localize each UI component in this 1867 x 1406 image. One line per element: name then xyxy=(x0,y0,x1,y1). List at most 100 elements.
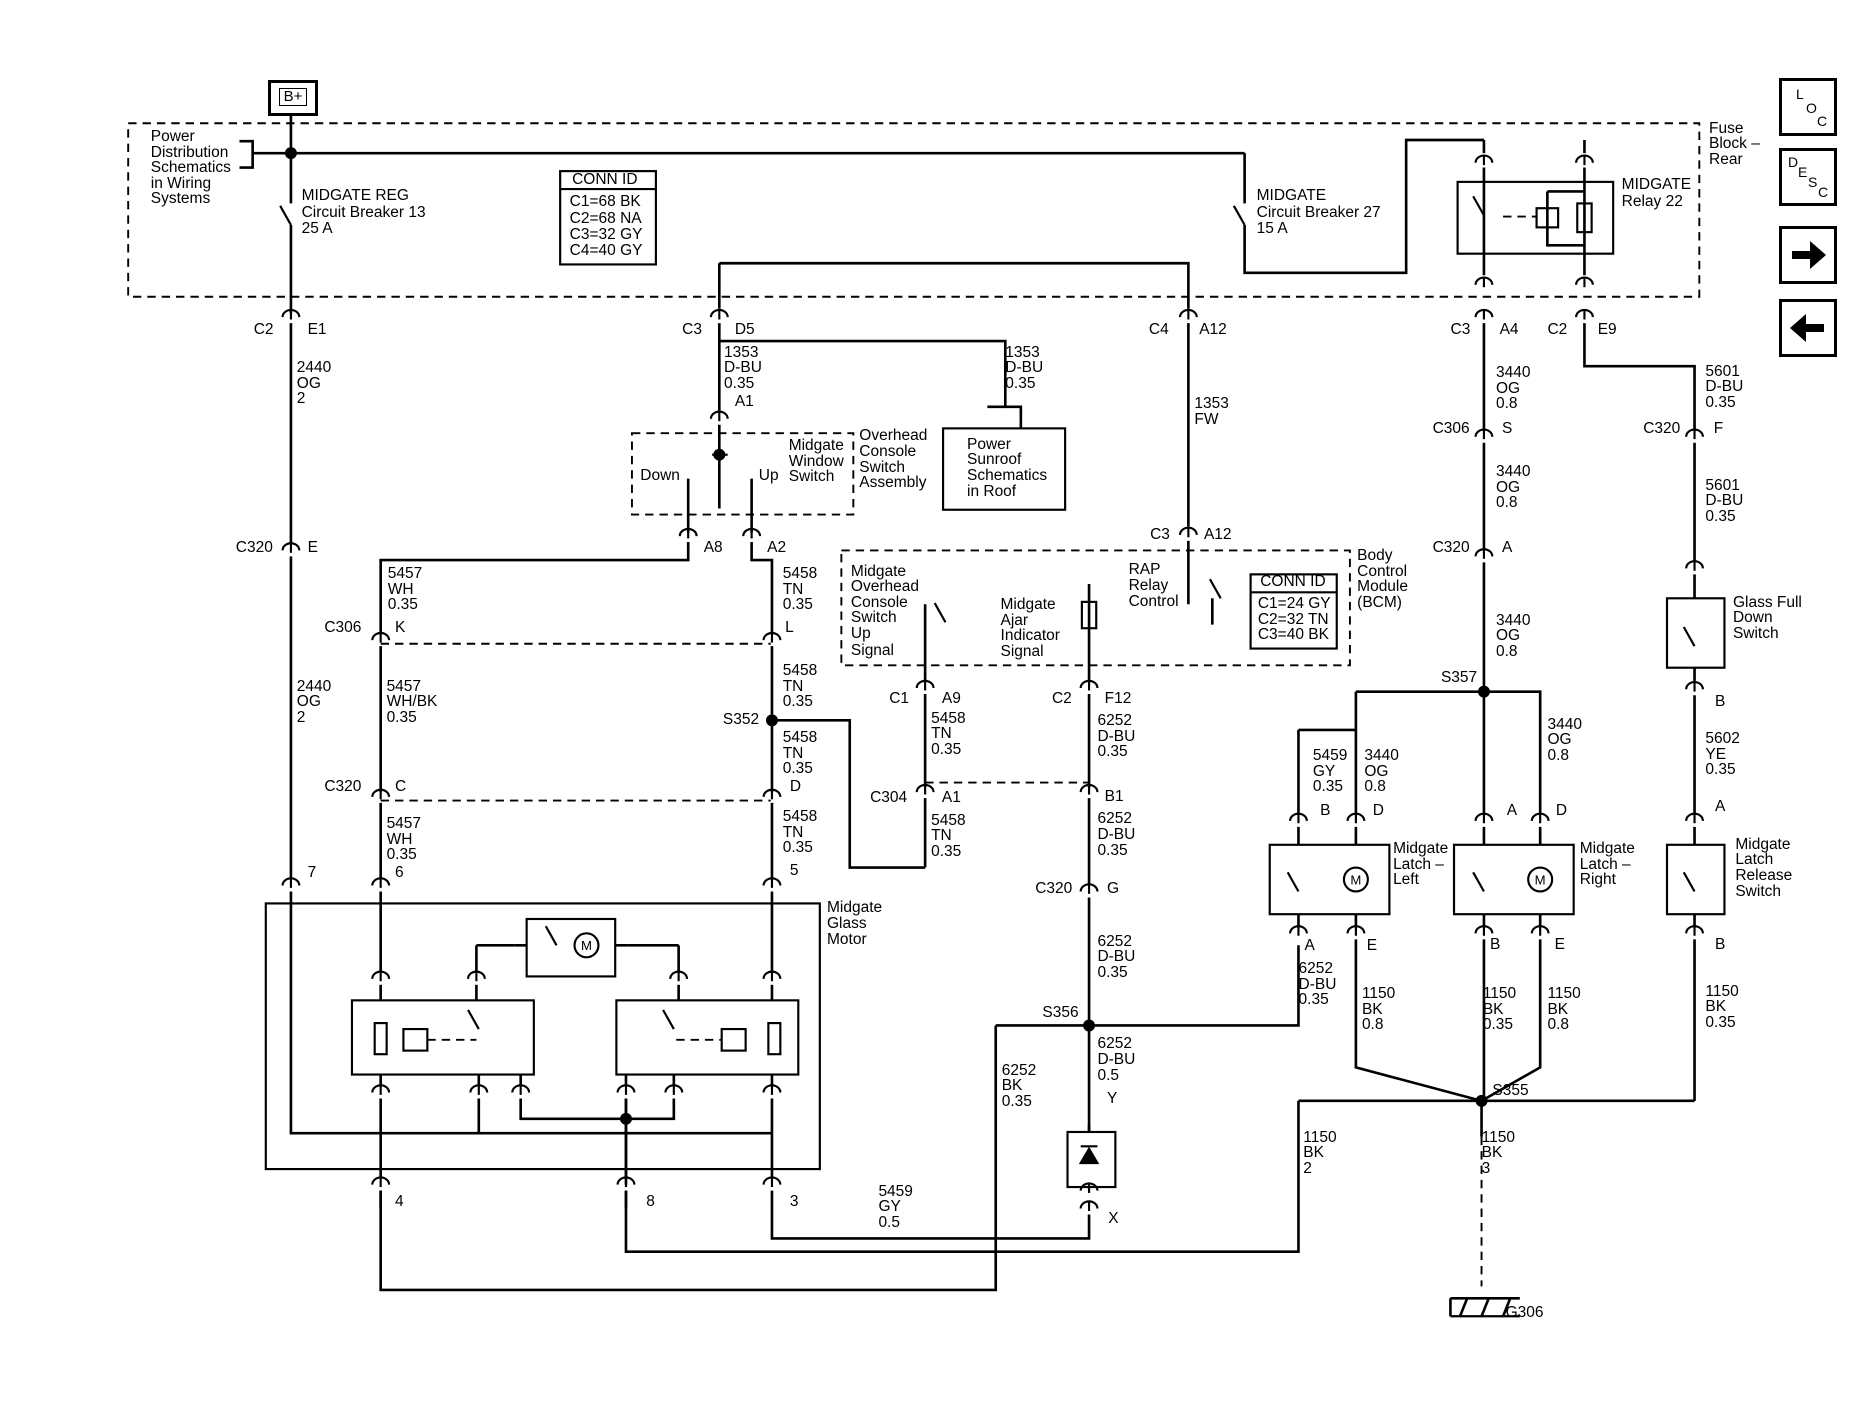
location-button[interactable]: L O C xyxy=(1779,78,1837,136)
label-w1150n: BK xyxy=(1303,1144,1324,1162)
label-oc1: Overhead xyxy=(859,427,928,445)
wire xyxy=(1354,939,1482,1103)
label-w1353h: FW xyxy=(1194,410,1219,428)
label-w5458e: TN xyxy=(782,677,804,695)
label-w3440j: 3440 xyxy=(1364,746,1399,764)
label-w5457d: 5457 xyxy=(386,677,422,695)
overhead-console-boundary xyxy=(631,432,855,516)
label-p6: 6 xyxy=(394,864,404,882)
label-w6252j: 6252 xyxy=(1298,960,1333,978)
motor-symbol: M xyxy=(1535,872,1546,887)
label-a_mlr: A xyxy=(1715,798,1726,816)
label-w6252n: D-BU xyxy=(1097,1050,1136,1068)
label-a_lr: A xyxy=(1506,802,1518,820)
label-mocs1: Midgate xyxy=(850,562,907,580)
label-a_ll: A xyxy=(1304,937,1315,955)
label-gfd2: Down xyxy=(1732,609,1773,627)
power-dist-bracket xyxy=(239,139,254,169)
glass-motor-box xyxy=(264,902,821,1171)
label-w1353b: D-BU xyxy=(724,359,762,377)
diode-box xyxy=(1066,1130,1117,1189)
label-fb1: Fuse xyxy=(1709,119,1744,137)
label-oc4: Assembly xyxy=(859,474,927,492)
label-mgm1: Midgate xyxy=(826,898,883,916)
label-s355: S355 xyxy=(1492,1082,1529,1100)
label-w1150j: 1150 xyxy=(1705,982,1739,1000)
label-d: D xyxy=(789,778,802,796)
wire xyxy=(624,1100,1300,1253)
label-w5458c: 0.35 xyxy=(782,596,813,614)
label-cid3: C3=32 GY xyxy=(569,226,643,244)
label-w5458k: TN xyxy=(931,725,952,743)
label-w1150e: BK xyxy=(1482,1000,1504,1018)
label-mocs4: Switch xyxy=(850,609,897,627)
label-maj1: Midgate xyxy=(1000,596,1056,614)
label-w3440k: OG xyxy=(1364,762,1389,780)
description-button[interactable]: D E S C xyxy=(1779,148,1837,206)
label-mlrs2: Latch xyxy=(1735,851,1774,869)
label-a1: A1 xyxy=(941,788,961,806)
label-maj2: Ajar xyxy=(1000,611,1029,629)
label-w6252d: 6252 xyxy=(1097,810,1132,828)
latch-release-contact xyxy=(1682,871,1696,892)
label-x: X xyxy=(1108,1210,1119,1228)
label-w5458p: 5458 xyxy=(931,811,966,829)
label-a4: A4 xyxy=(1499,320,1519,338)
label-w5458j: 5458 xyxy=(931,709,966,727)
label-cid2: C2=68 NA xyxy=(569,209,642,227)
label-ps1: Power xyxy=(967,435,1011,453)
switch-splice xyxy=(713,448,726,461)
label-p5: 5 xyxy=(789,861,799,879)
label-w2440f: 2 xyxy=(296,708,306,726)
bcm-conn-id-table xyxy=(1249,573,1338,650)
label-b_ll: B xyxy=(1320,802,1331,820)
b-plus-splice xyxy=(284,147,297,160)
label-w6252b: D-BU xyxy=(1097,727,1136,745)
label-w6252h: D-BU xyxy=(1097,948,1136,966)
next-page-button[interactable] xyxy=(1779,226,1837,284)
label-fb3: Rear xyxy=(1709,150,1743,168)
label-e: E xyxy=(307,538,318,556)
label-w1150m: 1150 xyxy=(1303,1128,1337,1146)
rap-contact xyxy=(1208,578,1222,599)
S352 xyxy=(765,714,778,727)
label-w5458o: 0.35 xyxy=(782,839,813,857)
S355 xyxy=(1475,1094,1488,1107)
previous-page-button[interactable] xyxy=(1779,299,1837,357)
latch-release-box xyxy=(1665,843,1726,916)
label-w2440d: 2440 xyxy=(296,677,332,695)
label-a8: A8 xyxy=(703,538,723,556)
label-w6252c: 0.35 xyxy=(1097,743,1128,761)
wire xyxy=(1355,690,1542,814)
label-w1150g: 1150 xyxy=(1547,985,1581,1003)
label-w1353f: 0.35 xyxy=(1005,374,1036,392)
label-w5601b: D-BU xyxy=(1705,378,1744,396)
label-down: Down xyxy=(640,466,680,484)
label-mws1: Midgate xyxy=(788,437,844,455)
label-w3440c: 0.8 xyxy=(1495,395,1518,413)
label-w5457f: 0.35 xyxy=(386,708,417,726)
label-w1150r: 3 xyxy=(1481,1159,1491,1177)
label-c2c: C2 xyxy=(1051,689,1072,707)
motor-return xyxy=(289,891,772,1135)
label-c3bcm: C3 xyxy=(1150,525,1170,543)
label-a12a: A12 xyxy=(1199,320,1227,338)
label-mll2: Latch – xyxy=(1393,855,1444,873)
left-relay-coil xyxy=(402,1027,429,1052)
left-relay-box xyxy=(350,999,535,1076)
desc-letter-d: D xyxy=(1788,154,1799,170)
label-w5458f: 0.35 xyxy=(782,693,813,711)
label-cb27c: 15 A xyxy=(1256,220,1288,238)
dashed-boundaries xyxy=(127,122,1701,1287)
loc-letter-o: O xyxy=(1806,100,1817,116)
label-w5458n: TN xyxy=(782,823,804,841)
label-cid4: C4=40 GY xyxy=(569,241,643,259)
label-ps3: Schematics xyxy=(967,466,1048,484)
glass-motor xyxy=(573,932,600,959)
label-rl1: MIDGATE xyxy=(1621,176,1692,194)
label-w5457i: 0.35 xyxy=(386,846,417,864)
label-oc3: Switch xyxy=(859,458,905,476)
label-mll1: Midgate xyxy=(1393,840,1449,858)
left-relay-contact xyxy=(467,1009,480,1030)
